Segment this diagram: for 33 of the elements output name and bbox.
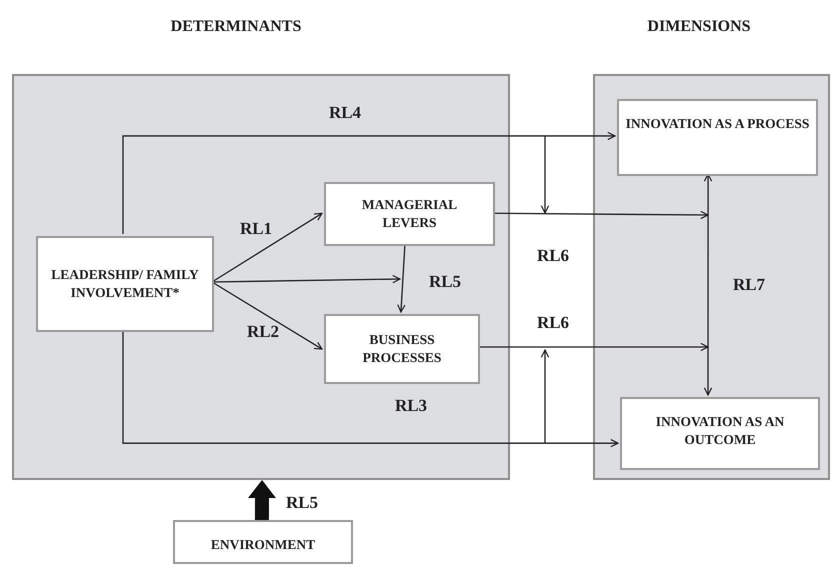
concept-box: [36, 236, 214, 332]
arrow: [493, 210, 709, 220]
box-label: LEADERSHIP/ FAMILY INVOLVEMENT*: [50, 266, 200, 302]
arrow: [478, 342, 709, 352]
arrow: [704, 173, 712, 396]
edge-label: RL5: [286, 493, 318, 513]
panel-heading: DIMENSIONS: [647, 18, 751, 36]
box-label: MANAGERIAL LEVERS: [360, 196, 458, 232]
concept-box: [620, 397, 820, 470]
edge-label: RL1: [240, 219, 272, 239]
panel-heading: DETERMINANTS: [170, 18, 302, 36]
relation-label: RL6: [536, 313, 570, 333]
arrow: [212, 212, 323, 283]
arrow: [212, 281, 323, 350]
box-label: ENVIRONMENT: [210, 536, 316, 554]
edge-label: RL2: [246, 322, 280, 342]
arrow: [122, 132, 616, 234]
concept-box: [173, 520, 353, 564]
arrow: [122, 330, 619, 448]
edge-label: RL3: [394, 396, 428, 416]
box-label: INNOVATION AS AN OUTCOME: [654, 413, 786, 448]
box-label: INNOVATION AS A PROCESS: [626, 115, 810, 133]
block-arrow: [248, 480, 276, 520]
edge-label: RL5: [428, 272, 462, 292]
concept-box: [617, 99, 818, 176]
relation-label: RL6: [536, 246, 570, 266]
edge-label: RL4: [328, 103, 362, 123]
arrow: [397, 244, 406, 313]
arrow: [212, 274, 401, 284]
concept-box: [324, 182, 495, 246]
edge-label: RL7: [732, 275, 766, 295]
concept-box: [324, 314, 480, 384]
box-label: BUSINESS PROCESSES: [362, 331, 442, 367]
